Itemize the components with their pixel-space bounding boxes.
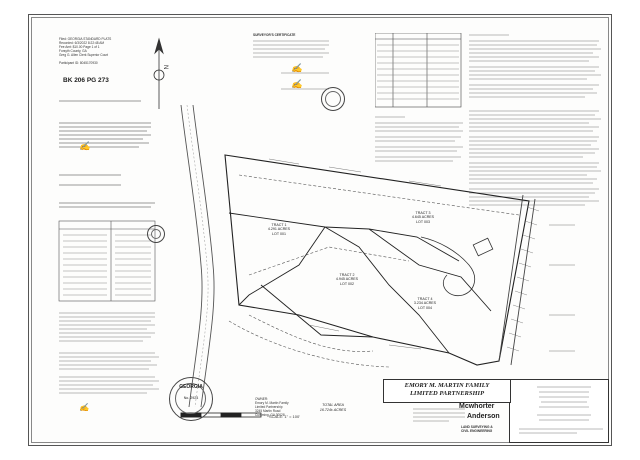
surveyors-certificate-title: SURVEYOR'S CERTIFICATE [253,33,296,37]
company-line-2: LIMITED PARTNERSHIP [409,390,485,397]
recording-block: Filed: GEORGIA STANDARD PLATS Recorded: … [59,37,112,65]
tract-1-label: TRACT 1 4.291 ACRES LOT 001 [267,223,291,236]
firm-address-text [519,386,603,434]
surveyors-certificate-text [253,40,329,90]
tract-4-label: TRACT 4 3.234 ACRES LOT 004 [413,297,437,310]
sheet-border [31,17,609,443]
tract-2-label: TRACT 2 4.945 ACRES LOT 002 [335,273,359,286]
book-page: BK 206 PG 273 [63,77,109,84]
left-notes-text [58,100,156,342]
tract-3-label: TRACT 3 4.645 ACRES LOT 003 [411,211,435,224]
firm-name-2: Anderson [467,413,500,420]
firm-tagline: LAND SURVEYING & CIVIL ENGINEERING [461,425,493,433]
owner-box: OWNER: Emory M. Martin Family Limited Pa… [255,397,289,417]
scale-text: SCALE: 1" = 100' [269,414,300,419]
firm-logo: Mcwhorter Anderson LAND SURVEYING & CIVI… [459,403,509,439]
curve-table [375,33,462,108]
title-block [509,379,609,443]
lower-left-text [59,352,159,394]
total-area-value: 16.724± ACRES [319,408,347,412]
title-block-owner: EMORY M. MARTIN FAMILY LIMITED PARTNERSH… [383,379,511,403]
signature-bottom-left: ✍ [79,403,89,412]
north-arrow: N [153,37,168,109]
signature-surveyor-top: ✍ [291,63,303,73]
seal-text: GEORGIA [179,384,203,390]
signature-top-left: ✍ [79,141,91,151]
tract-drawing [180,104,575,418]
references-text [375,116,463,162]
small-seal-left [147,225,165,243]
surveyor-seal-top [321,87,345,111]
signature-owner-top: ✍ [291,79,303,89]
georgia-seal: GEORGIA No. 2924 [169,377,213,421]
seal-number: No. 2924 [183,396,199,400]
svg-text:N: N [162,65,168,69]
total-area-label: TOTAL AREA [322,403,344,407]
general-notes-text [469,34,601,206]
title-block-details [413,408,465,422]
firm-name-1: Mcwhorter [459,403,495,410]
plat-sheet: Filed: GEORGIA STANDARD PLATS Recorded: … [28,14,612,446]
company-line-1: EMORY M. MARTIN FAMILY [404,382,490,389]
